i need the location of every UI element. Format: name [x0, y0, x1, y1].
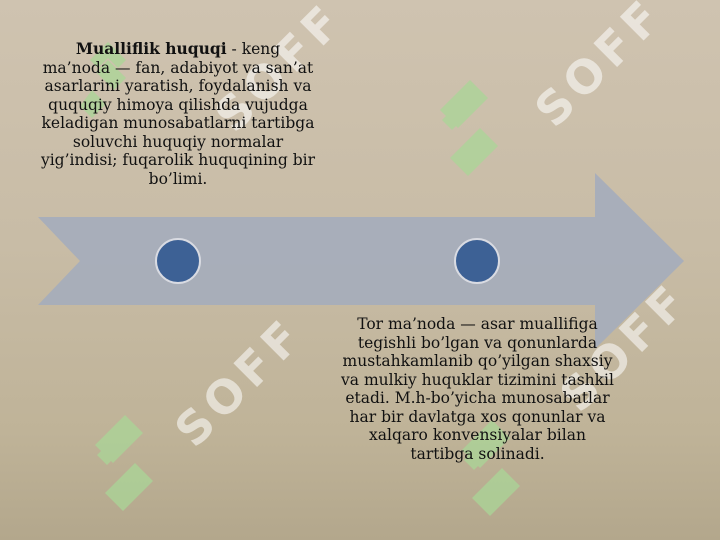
term-label: Mualliflik huquqi: [75, 39, 227, 58]
timeline-node-2: [454, 238, 500, 284]
timeline-node-1: [155, 238, 201, 284]
definition-text: - keng ma’noda — fan, adabiyot va san’at…: [40, 40, 316, 188]
node-1-description: Mualliflik huquqi - keng ma’noda — fan, …: [40, 39, 316, 188]
timeline-arrow: [38, 173, 684, 349]
definition-text: Tor ma’noda — asar muallifiga tegishli b…: [341, 315, 614, 463]
node-2-description: Tor ma’noda — asar muallifiga tegishli b…: [340, 315, 615, 463]
